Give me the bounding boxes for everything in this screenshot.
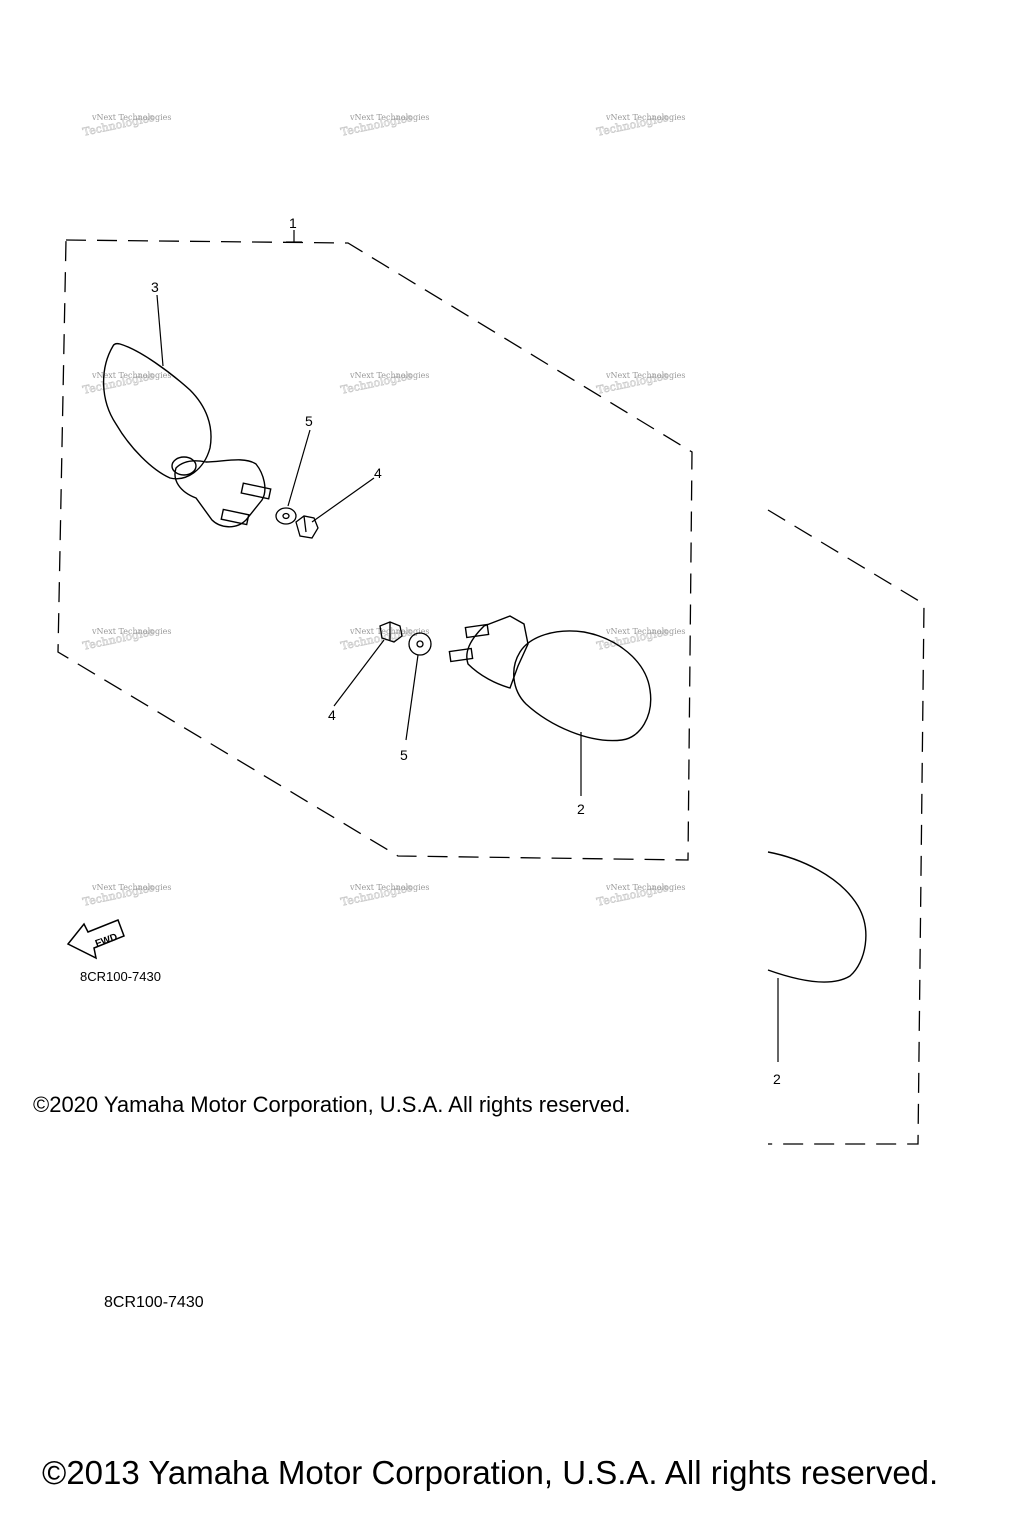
left-mirror-bolt-lower	[220, 508, 250, 526]
svg-text:vNext Technologies: vNext Technologies	[91, 883, 171, 892]
watermark: Technologies vNext Technologies	[81, 881, 171, 910]
leader-line-5-upper	[287, 429, 311, 507]
callout-4-lower: 4	[328, 707, 336, 723]
part-code: 8CR100-7430	[80, 969, 161, 984]
leader-line-4-lower	[333, 639, 385, 707]
nut-lower	[379, 621, 403, 643]
washer-lower	[408, 632, 432, 656]
right-mirror-shell	[513, 630, 652, 742]
watermark: Technologies vNext Technologies	[595, 881, 685, 910]
left-mirror-bolt-upper	[240, 482, 272, 500]
copyright-notice: ©2020 Yamaha Motor Corporation, U.S.A. A…	[33, 1092, 631, 1117]
left-mirror	[102, 342, 272, 528]
right-mirror-bolt-lower	[448, 647, 474, 663]
leader-line-4-upper	[311, 477, 375, 523]
inset-boundary	[767, 509, 925, 1145]
left-mirror-shell	[102, 342, 212, 480]
left-mirror-pivot	[171, 456, 197, 476]
svg-text:vNext Technologies: vNext Technologies	[605, 883, 685, 892]
svg-text:vNext Technologies: vNext Technologies	[349, 627, 429, 636]
svg-text:vNext Technologies: vNext Technologies	[349, 113, 429, 122]
part-code: 8CR100-7430	[104, 1294, 204, 1311]
leader-line-5-lower	[405, 654, 419, 741]
assembly-boundary	[57, 239, 693, 861]
svg-text:vNext Technologies: vNext Technologies	[349, 371, 429, 380]
callout-2-inset: 2	[773, 1071, 781, 1087]
callout-5-lower: 5	[400, 747, 408, 763]
watermark: Technologies vNext Technologies	[595, 111, 685, 140]
copyright-notice: ©2013 Yamaha Motor Corporation, U.S.A. A…	[42, 1454, 939, 1491]
inset-mirror-shell	[767, 851, 867, 983]
callout-2: 2	[577, 801, 585, 817]
callout-5-upper: 5	[305, 413, 313, 429]
left-mirror-stem	[174, 459, 266, 528]
callout-1: 1	[289, 215, 297, 231]
watermark: Technologies vNext Technologies	[339, 111, 429, 140]
watermark: Technologies vNext Technologies	[595, 625, 685, 654]
watermark-layer: Technologies vNext Technologies Technolo…	[81, 111, 685, 910]
nut-upper	[295, 515, 319, 539]
svg-text:vNext Technologies: vNext Technologies	[349, 883, 429, 892]
svg-text:vNext Technologies: vNext Technologies	[605, 113, 685, 122]
leader-line-3	[156, 294, 164, 367]
watermark: Technologies vNext Technologies	[339, 881, 429, 910]
svg-text:vNext Technologies: vNext Technologies	[91, 113, 171, 122]
right-mirror-base	[466, 615, 529, 689]
watermark: Technologies vNext Technologies	[595, 369, 685, 398]
callout-3: 3	[151, 279, 159, 295]
watermark: Technologies vNext Technologies	[339, 369, 429, 398]
right-mirror	[448, 615, 652, 742]
watermark: Technologies vNext Technologies	[81, 111, 171, 140]
fwd-arrow-icon: FWD	[66, 919, 125, 960]
callout-4-upper: 4	[374, 465, 382, 481]
watermark: Technologies vNext Technologies	[81, 625, 171, 654]
svg-text:vNext Technologies: vNext Technologies	[605, 627, 685, 636]
washer-upper	[275, 507, 297, 525]
right-mirror-bolt-upper	[464, 623, 490, 639]
svg-text:vNext Technologies: vNext Technologies	[91, 627, 171, 636]
svg-text:vNext Technologies: vNext Technologies	[605, 371, 685, 380]
svg-text:vNext Technologies: vNext Technologies	[91, 371, 171, 380]
watermark: Technologies vNext Technologies	[81, 369, 171, 398]
